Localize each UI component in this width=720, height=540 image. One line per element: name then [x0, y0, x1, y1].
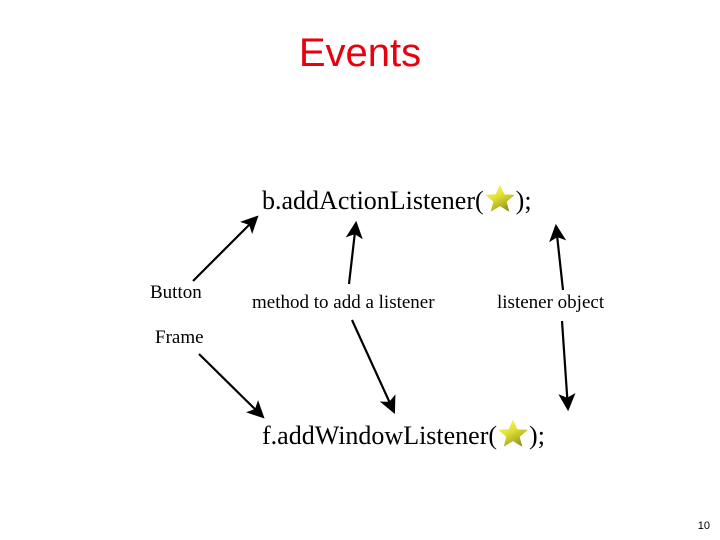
label-button: Button	[150, 282, 202, 303]
page-number: 10	[697, 520, 710, 532]
code-suffix: );	[529, 421, 545, 450]
star-icon	[484, 183, 516, 213]
arrow-method-to-bottom-code	[350, 319, 396, 415]
code-line-add-action-listener: b.addActionListener( );	[262, 183, 532, 216]
label-method-description: method to add a listener	[252, 292, 435, 313]
arrow-object-to-bottom-star	[558, 320, 576, 412]
arrow-frame-to-bottom-code	[198, 353, 265, 419]
label-listener-object: listener object	[497, 292, 605, 313]
code-line-add-window-listener: f.addWindowListener( );	[262, 418, 545, 451]
arrow-button-to-top-code	[192, 215, 259, 282]
code-prefix: b.addActionListener(	[262, 186, 484, 215]
arrow-object-to-top-star	[549, 223, 567, 291]
code-prefix: f.addWindowListener(	[262, 421, 498, 450]
arrow-method-to-top-code	[345, 220, 363, 285]
page-title: Events	[298, 31, 422, 75]
star-icon	[497, 418, 529, 448]
code-suffix: );	[515, 186, 532, 215]
label-frame: Frame	[155, 327, 204, 348]
